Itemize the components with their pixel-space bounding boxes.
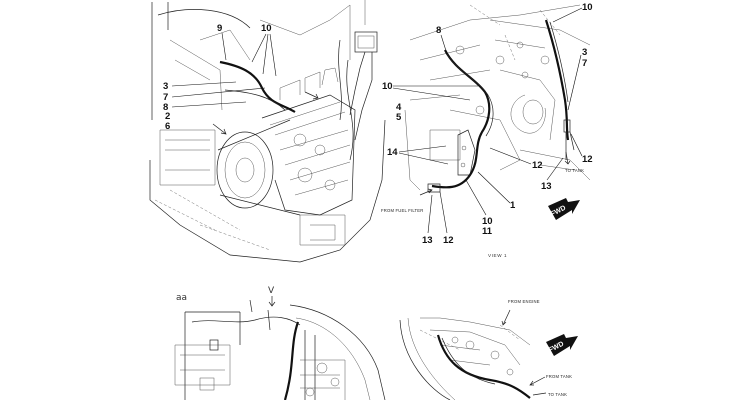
callout-2: 2	[165, 111, 170, 122]
engine-assembly-view: 9 10 3 7 8 2 6	[149, 0, 386, 263]
callout-5: 5	[396, 112, 402, 123]
view-label: VIEW 1	[488, 253, 507, 258]
callout-10: 10	[382, 81, 393, 92]
callout-13: 13	[422, 235, 433, 246]
note-to-tank: TO TANK	[565, 168, 584, 173]
callout-7: 7	[582, 58, 587, 69]
lower-right-partial-view: FROM ENGINE FROM TANK TO TANK FWD	[399, 299, 578, 400]
callout-13: 13	[541, 181, 552, 192]
callout-11: 11	[482, 226, 493, 237]
callout-12: 12	[532, 160, 543, 171]
callout-9: 9	[217, 23, 222, 34]
note-to-tank: TO TANK	[548, 392, 567, 397]
callout-4: 4	[396, 102, 402, 113]
callout-3: 3	[582, 47, 587, 58]
fwd-arrow-icon: FWD	[546, 334, 578, 356]
callout-10: 10	[482, 216, 493, 227]
callout-10: 10	[582, 2, 593, 13]
callout-1: 1	[510, 200, 516, 211]
note-from-tank: FROM TANK	[546, 374, 572, 379]
callout-8: 8	[163, 102, 168, 113]
callout-10: 10	[261, 23, 272, 34]
callout-8: 8	[436, 25, 441, 36]
note-from-fuel-filter: FROM FUEL FILTER	[381, 208, 424, 213]
note-from-engine: FROM ENGINE	[508, 299, 540, 304]
callout-12: 12	[443, 235, 454, 246]
handwritten-mark: aa	[176, 293, 187, 303]
lower-left-partial-view: aa V	[174, 286, 386, 400]
callout-6: 6	[165, 121, 170, 132]
callout-12: 12	[582, 154, 593, 165]
view-arrow-label: V	[268, 286, 275, 296]
callout-7: 7	[163, 92, 168, 103]
fwd-arrow-icon: FWD	[548, 198, 580, 220]
callout-14: 14	[387, 147, 398, 158]
callout-3: 3	[163, 81, 168, 92]
fuel-line-detail-view: FROM FUEL FILTER TO TANK VIEW 1 FWD 8 10…	[381, 2, 593, 258]
